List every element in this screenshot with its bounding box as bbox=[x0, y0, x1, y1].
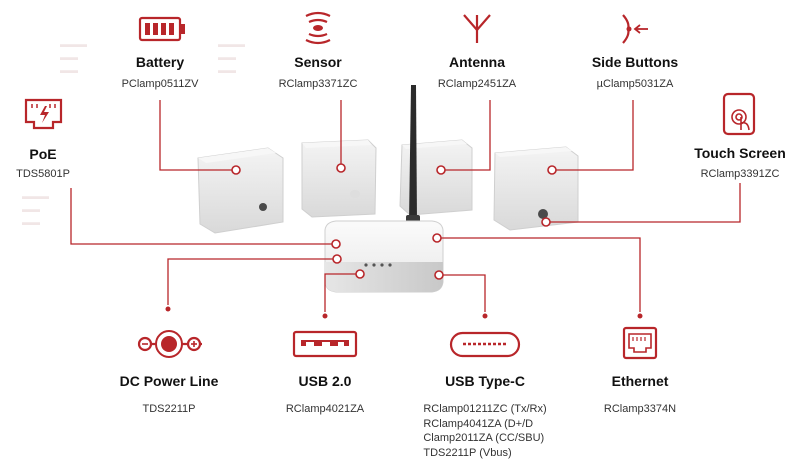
connector-dots bbox=[231, 163, 557, 280]
connector-lines bbox=[70, 100, 741, 312]
usbc-parts: RClamp01211ZC (Tx/Rx) RClamp4041ZA (D+/D… bbox=[423, 402, 546, 460]
side-button-icon bbox=[622, 14, 648, 44]
battery-icon bbox=[138, 16, 185, 42]
side-buttons-part: µClamp5031ZA bbox=[596, 78, 674, 90]
background-texture: ▬▬▬▬▬▬▬ bbox=[218, 39, 245, 75]
device-led-icon bbox=[538, 209, 548, 219]
usbc-part-3: Clamp2011ZA (CC/SBU) bbox=[423, 432, 545, 444]
battery-part: PClamp0511ZV bbox=[121, 78, 199, 90]
usbc-part-2: RClamp4041ZA (D+/D bbox=[423, 417, 534, 430]
dc-power-title: DC Power Line bbox=[119, 373, 219, 389]
poe-part: TDS5801P bbox=[16, 168, 70, 180]
connector-usbc bbox=[439, 274, 486, 312]
connector-side-buttons bbox=[552, 100, 634, 171]
ethernet-part: RClamp3374N bbox=[603, 403, 677, 415]
touch-screen-title: Touch Screen bbox=[694, 145, 786, 161]
device-led-icon bbox=[259, 203, 267, 211]
background-texture: ▬▬▬▬▬▬▬ bbox=[60, 39, 87, 75]
sensor-device-center-right bbox=[399, 139, 473, 216]
connector-usb2 bbox=[324, 273, 360, 312]
usbc-part-1: RClamp01211ZC (Tx/Rx) bbox=[423, 403, 547, 415]
connector-end-dots bbox=[165, 306, 643, 319]
connector-antenna bbox=[441, 100, 491, 171]
usb2-part: RClamp4021ZA bbox=[285, 403, 365, 415]
touch-screen-icon bbox=[722, 92, 756, 136]
sensor-device-center-left bbox=[301, 139, 377, 218]
usb-c-port-icon bbox=[449, 331, 521, 358]
ethernet-title: Ethernet bbox=[611, 373, 669, 389]
sensor-part: RClamp3371ZC bbox=[278, 78, 358, 90]
antenna-title: Antenna bbox=[449, 54, 505, 70]
usb-port-icon bbox=[292, 330, 358, 358]
battery-title: Battery bbox=[135, 54, 185, 70]
side-buttons-title: Side Buttons bbox=[591, 54, 679, 70]
poe-port-icon bbox=[24, 98, 63, 130]
sensor-waves-icon bbox=[305, 11, 331, 45]
usb2-title: USB 2.0 bbox=[298, 373, 352, 389]
background-texture: ▬▬▬▬▬▬▬ bbox=[22, 191, 49, 227]
sensor-title: Sensor bbox=[294, 54, 342, 70]
usbc-part-4: TDS2211P (Vbus) bbox=[423, 446, 512, 459]
ethernet-port-icon bbox=[622, 326, 658, 360]
antenna-part: RClamp2451ZA bbox=[437, 78, 517, 90]
dc-power-part: TDS2211P bbox=[142, 403, 196, 415]
connector-touch-screen bbox=[546, 183, 741, 223]
sensor-device-left bbox=[197, 147, 284, 234]
connector-battery bbox=[159, 100, 236, 171]
gateway-hub bbox=[324, 220, 444, 293]
antenna-icon bbox=[463, 14, 491, 43]
dc-power-icon bbox=[137, 330, 202, 358]
connector-dc-power bbox=[167, 258, 337, 305]
connector-ethernet bbox=[437, 237, 641, 312]
sensor-device-right bbox=[493, 146, 579, 231]
connector-poe bbox=[70, 188, 336, 245]
usbc-title: USB Type-C bbox=[445, 373, 525, 389]
touch-screen-part: RClamp3391ZC bbox=[700, 168, 780, 180]
poe-title: PoE bbox=[29, 146, 57, 162]
